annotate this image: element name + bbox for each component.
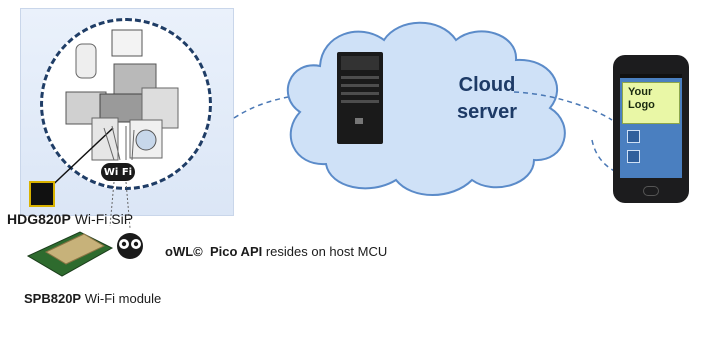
cloud-label-line1: Cloud — [458, 74, 516, 96]
appliance-connector-line — [111, 125, 121, 161]
phone-control-button[interactable] — [627, 150, 640, 163]
fridge-appliance — [91, 117, 119, 161]
owl-logo-icon — [117, 233, 143, 259]
appliance-connector-line — [131, 129, 135, 161]
appliances-illustration — [65, 29, 179, 161]
link-phone-bottom — [591, 139, 667, 181]
wifi-badge: Wi Fi — [101, 163, 135, 181]
appliance-connector-line — [103, 127, 115, 161]
api-label: oWL© Pico API resides on host MCU — [165, 244, 387, 259]
phone-status-bar — [620, 74, 682, 78]
module-label: SPB820P Wi-Fi module — [24, 291, 161, 306]
sip-label-rest: Wi-Fi SiP — [70, 211, 134, 227]
api-brand: oWL© — [165, 244, 203, 259]
logo-line2: Logo — [628, 99, 655, 111]
api-product: Pico API — [209, 244, 263, 259]
sip-label: HDG820P Wi-Fi SiP — [7, 211, 133, 227]
microwave-appliance — [99, 93, 143, 123]
server-icon — [337, 52, 383, 144]
phone-control-button[interactable] — [627, 130, 640, 143]
module-name-bold: SPB820P — [24, 291, 82, 306]
monitor-appliance — [111, 29, 143, 57]
appliance-connector-line — [109, 181, 115, 227]
logo-text: Your Logo — [628, 86, 655, 112]
cloud-label-line2: server — [456, 101, 518, 123]
cloud-server-label: Cloud server — [432, 72, 542, 126]
phone-home-button[interactable] — [643, 186, 659, 196]
module-board-image — [26, 231, 114, 277]
sip-chip — [29, 181, 55, 207]
sip-label-bold: HDG820P — [7, 211, 71, 227]
api-rest: resides on host MCU — [262, 244, 388, 259]
logo-line1: Your — [628, 86, 653, 98]
logo-box — [622, 82, 680, 124]
robot-appliance — [75, 43, 97, 79]
module-name-rest: Wi-Fi module — [81, 291, 162, 306]
